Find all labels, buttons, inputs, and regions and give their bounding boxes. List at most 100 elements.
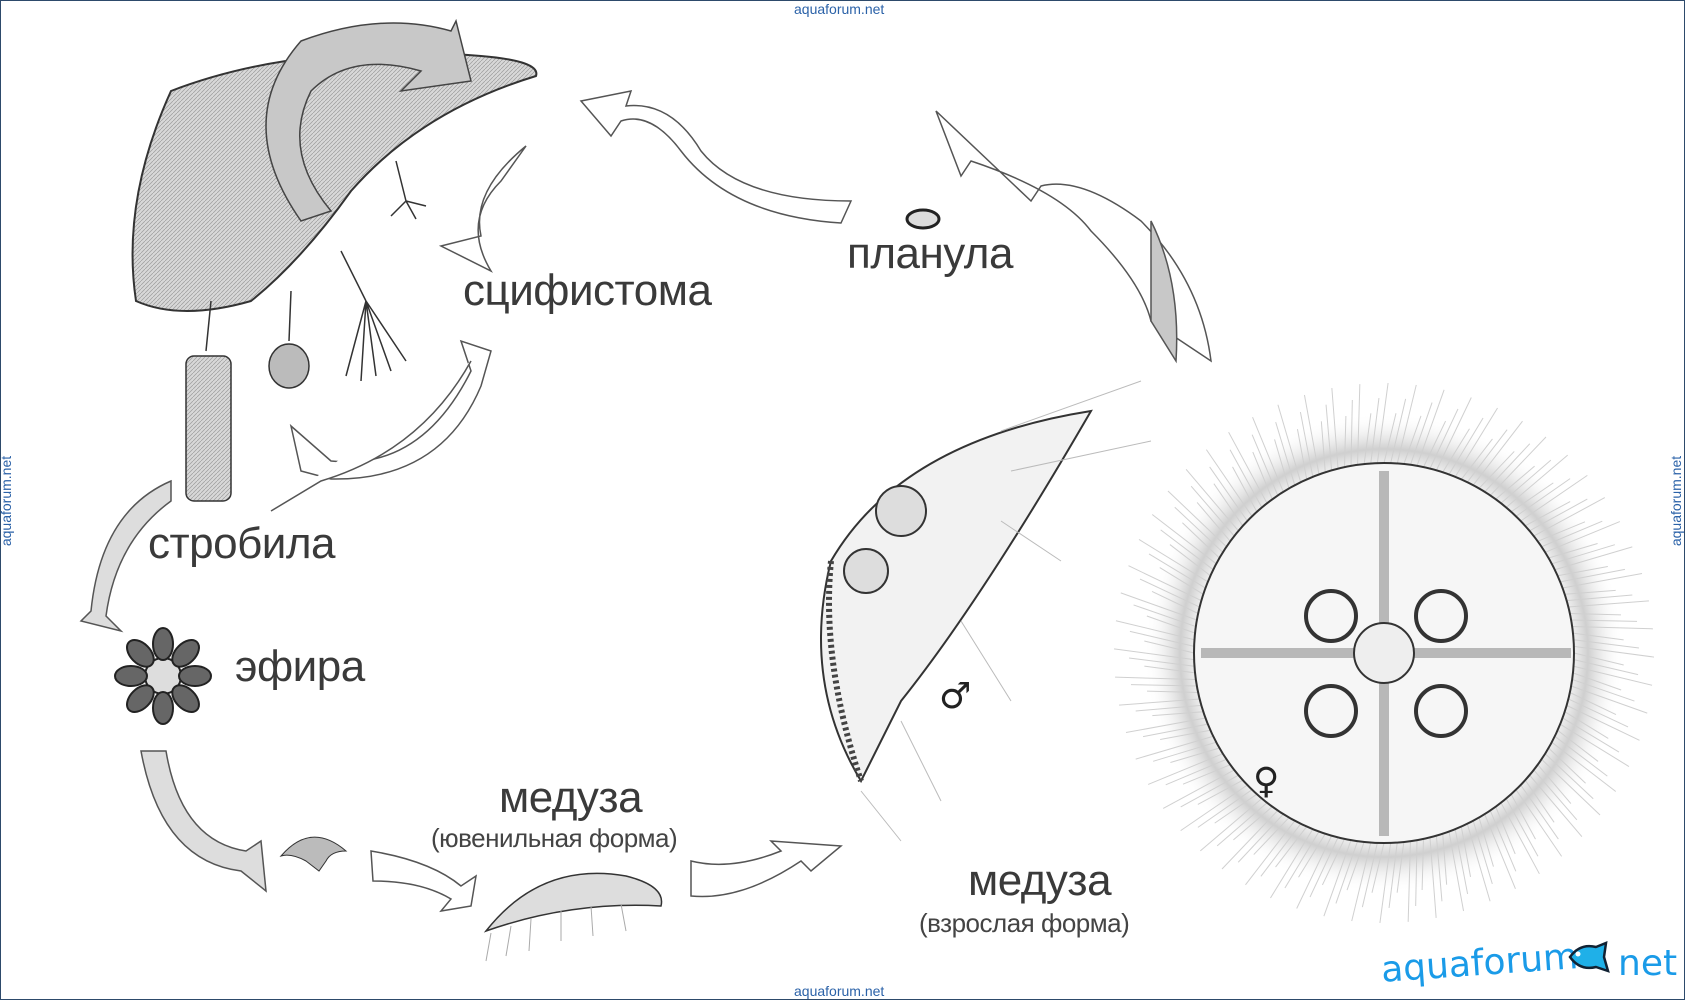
tentacle-line [1489,436,1547,496]
tentacle-line [1180,784,1248,832]
tentacle-line [1151,590,1199,614]
tentacle-line [1270,828,1314,899]
tentacle-line [1548,543,1598,559]
tentacle-line [1323,839,1352,917]
tentacle-line [1571,678,1635,702]
label-medusa-adult: медуза [968,856,1112,905]
label-medusa-juvenile: медуза [499,773,643,822]
tentacle-line [1209,466,1248,522]
tentacle-line [1151,514,1217,565]
tentacle-line [1135,735,1214,760]
tentacle-line [1343,416,1347,468]
watermark-top: aquaforum.net [794,1,885,17]
tentacle-line [1396,841,1405,893]
tentacle-line [1442,428,1470,473]
tentacle-line [1147,690,1199,694]
tentacle-line [1554,735,1608,777]
tentacle-line [1510,793,1536,840]
tentacle-line [1572,626,1653,630]
tentacle-line [1160,529,1214,571]
tentacle-line [1564,589,1616,595]
tentacle-line [1197,789,1253,828]
tentacle-line [1371,842,1385,893]
tentacle-line [1429,408,1459,469]
tentacle-line [1537,764,1572,804]
tentacle-line [1484,813,1516,890]
juvenile-medusa [483,872,663,933]
tentacle-line [1557,565,1608,577]
tentacle-line [1524,501,1571,527]
tentacle-line [1205,449,1253,517]
tentacle-line [1478,451,1515,489]
tentacle-line [1138,539,1209,583]
tentacle-line [1152,711,1204,717]
tentacle-line [1573,645,1655,658]
tentacle-line [1298,833,1326,878]
fish-icon [1568,941,1610,973]
tentacle-line [1548,747,1586,784]
tentacle-line [1515,478,1571,517]
tentacle-line [1252,416,1284,493]
tentacle-line [1416,389,1445,467]
polyps [185,160,427,502]
tentacle-line [1396,384,1417,464]
tentacle-line [1167,490,1227,548]
tentacle-line [1495,465,1535,500]
tentacle-line [1229,449,1263,508]
tentacle-line [1139,578,1200,608]
tentacle-line [1448,417,1484,475]
tentacle-line [1182,764,1231,785]
tentacle-line [1146,615,1196,634]
tentacle-line [1403,415,1422,465]
tentacle-line [1113,648,1195,661]
tentacle-line [1568,698,1629,728]
tentacle-line [1228,431,1268,504]
tentacle-line [1253,817,1290,855]
tentacle-line [1148,553,1206,589]
tentacle-line [1572,632,1624,641]
tentacle-line [1133,604,1197,628]
tentacle-line [1180,774,1239,808]
tentacle-line [1190,485,1235,537]
tentacle-line [1562,572,1643,589]
tentacle-line [1505,454,1568,508]
tentacle-line [1573,665,1653,686]
tentacle-line [1454,829,1469,895]
curved-arrow [265,18,472,222]
tentacle-line [1423,420,1447,468]
tentacle-line [1296,429,1308,480]
tentacle-line [1569,612,1621,616]
tentacle-line [1559,723,1630,767]
tentacle-line [1533,497,1606,537]
tentacle-line [1379,842,1392,924]
tentacle-line [1571,619,1638,622]
tentacle-line [1214,793,1258,824]
tentacle-line [1466,429,1508,483]
tentacle-line [1520,474,1588,522]
tentacle-line [1478,817,1494,867]
tentacle-line [1472,820,1493,884]
tentacle-line [1573,652,1624,666]
tentacle-line [1197,779,1244,805]
tentacle-line [1200,798,1263,852]
tentacle-line [1159,567,1204,595]
tentacle-line [1325,404,1333,471]
tentacle-line [1331,388,1339,469]
tentacle-line [1147,753,1224,785]
tentacle-line [1515,789,1563,857]
tentacle-line [1321,838,1345,886]
tentacle-line [1125,717,1206,734]
tentacle-line [1274,439,1290,489]
tentacle-line [1409,402,1433,466]
tentacle-line [1129,630,1195,647]
female-symbol: ♀ [1253,761,1280,802]
tentacle-line [1524,779,1555,823]
tentacle-line [1251,434,1279,496]
cycle-arrows [79,90,1212,913]
tentacle-line [1560,568,1626,583]
tentacle-line [1357,384,1361,465]
tentacle-line [1320,421,1326,473]
tentacle-line [1407,841,1411,922]
